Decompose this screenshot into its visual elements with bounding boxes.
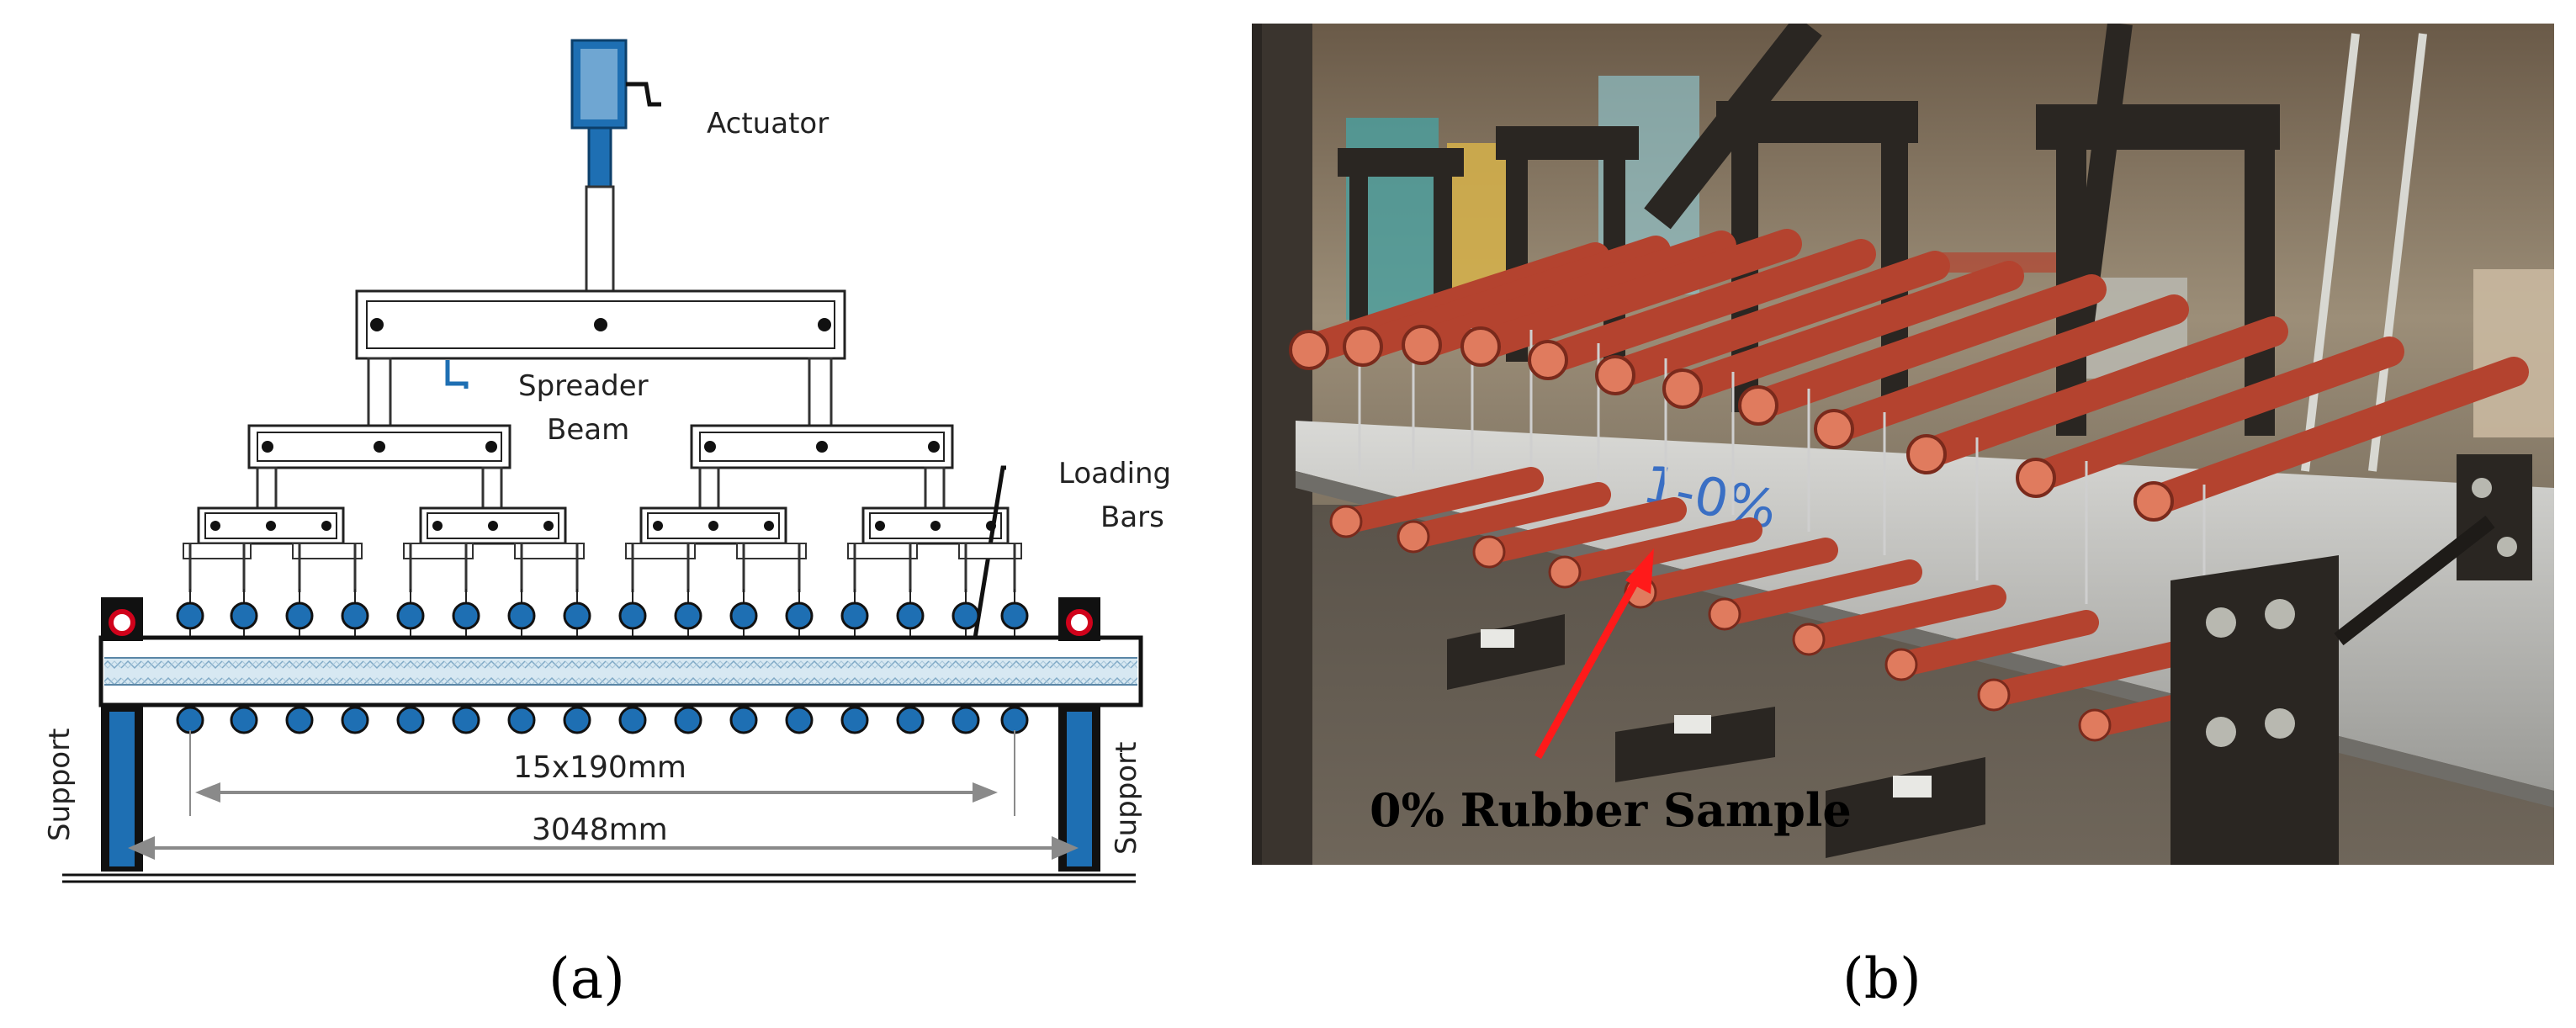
actuator-label: Actuator bbox=[707, 107, 829, 140]
caption-a: (a) bbox=[549, 946, 625, 1011]
floor-load-cells bbox=[1447, 614, 1985, 858]
posts-level-1 bbox=[367, 357, 833, 427]
left-support bbox=[101, 597, 143, 872]
support-label-left: Support bbox=[43, 729, 77, 841]
spreader-beams-level-2 bbox=[247, 424, 954, 469]
top-spreader-beam bbox=[355, 289, 846, 389]
dimension-span bbox=[128, 836, 1079, 860]
spreader-label-line2: Beam bbox=[547, 413, 629, 447]
loading-bars-label-line1: Loading bbox=[1058, 457, 1171, 490]
caption-b: (b) bbox=[1842, 946, 1921, 1011]
dimension-span-label: 3048mm bbox=[532, 813, 668, 847]
spreader-label-line1: Spreader bbox=[518, 369, 649, 403]
photo-panel: 1-0% bbox=[1252, 24, 2554, 865]
hanger-assemblies bbox=[176, 543, 1029, 734]
dimension-spacing bbox=[189, 730, 1015, 816]
right-support bbox=[1058, 597, 1100, 872]
loading-bars-label-line2: Bars bbox=[1100, 501, 1164, 534]
annotation-label: 0% Rubber Sample bbox=[1370, 783, 1852, 837]
support-label-right: Support bbox=[1110, 742, 1143, 855]
dimension-spacing-label: 15x190mm bbox=[513, 750, 686, 785]
loading-frames bbox=[1338, 101, 2280, 436]
schematic-panel: Actuator Spreader Beam bbox=[43, 39, 1171, 883]
front-support-plate bbox=[2171, 454, 2532, 865]
posts-level-2 bbox=[256, 466, 946, 510]
spreader-beams-level-3 bbox=[197, 506, 1010, 545]
actuator bbox=[570, 39, 661, 293]
test-beam bbox=[98, 635, 1143, 707]
annotation-arrow bbox=[1534, 548, 1654, 760]
